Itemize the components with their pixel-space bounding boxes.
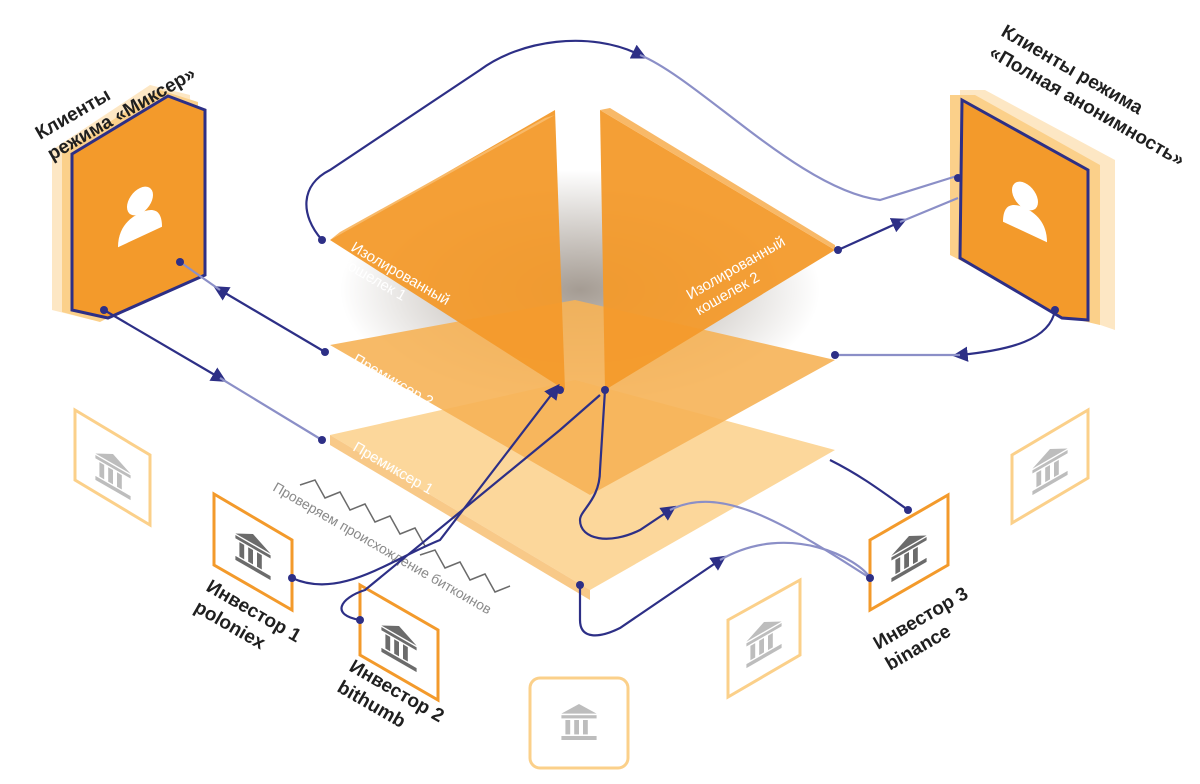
flow-premixer1-bottom — [578, 555, 727, 637]
flow-wallet2-anon-tail — [899, 196, 959, 224]
connection-dots — [100, 174, 1059, 624]
zigzag-upper — [299, 479, 426, 547]
flow-mixer-to-premixer1 — [103, 309, 227, 382]
wallet2-wedge-back — [600, 108, 835, 250]
flow-premixer2-to-mixer — [213, 286, 326, 353]
flow-investor1 — [291, 383, 560, 586]
flow-wallet1-to-anon-top — [305, 39, 647, 241]
bank-card-faded-mid — [726, 577, 802, 700]
investor3-card — [868, 492, 950, 613]
bank-card-faded-bottom — [528, 676, 630, 770]
investor2-card — [358, 582, 440, 703]
flow-investor2 — [340, 394, 601, 622]
bank-card-faded-right — [1010, 407, 1090, 526]
wallet1-wedge-back — [330, 115, 555, 240]
flow-to-investor3 — [669, 500, 871, 579]
investor1-card — [212, 491, 294, 613]
mixer-client-card — [52, 85, 207, 322]
zigzag-lower — [419, 549, 511, 593]
premixer2-layer — [330, 300, 835, 495]
flow-premixer2-to-mixer-tail — [179, 261, 221, 291]
flow-inner-down — [578, 389, 677, 540]
anon-client-card — [950, 90, 1115, 330]
flow-anon-to-premixer2 — [952, 309, 1057, 362]
flow-premixer1-bottom-tail — [719, 541, 871, 579]
flow-wallet2-to-anon — [837, 218, 908, 252]
flow-investor3-to-layer — [829, 459, 909, 511]
wallet1-wedge — [330, 110, 565, 390]
premixer1-layer-front — [330, 435, 590, 600]
flow-top-to-anon — [639, 53, 961, 202]
flow-mixer-to-premixer1-tail — [219, 377, 323, 441]
bank-card-faded-left — [73, 407, 152, 528]
wallet2-wedge — [600, 110, 835, 390]
